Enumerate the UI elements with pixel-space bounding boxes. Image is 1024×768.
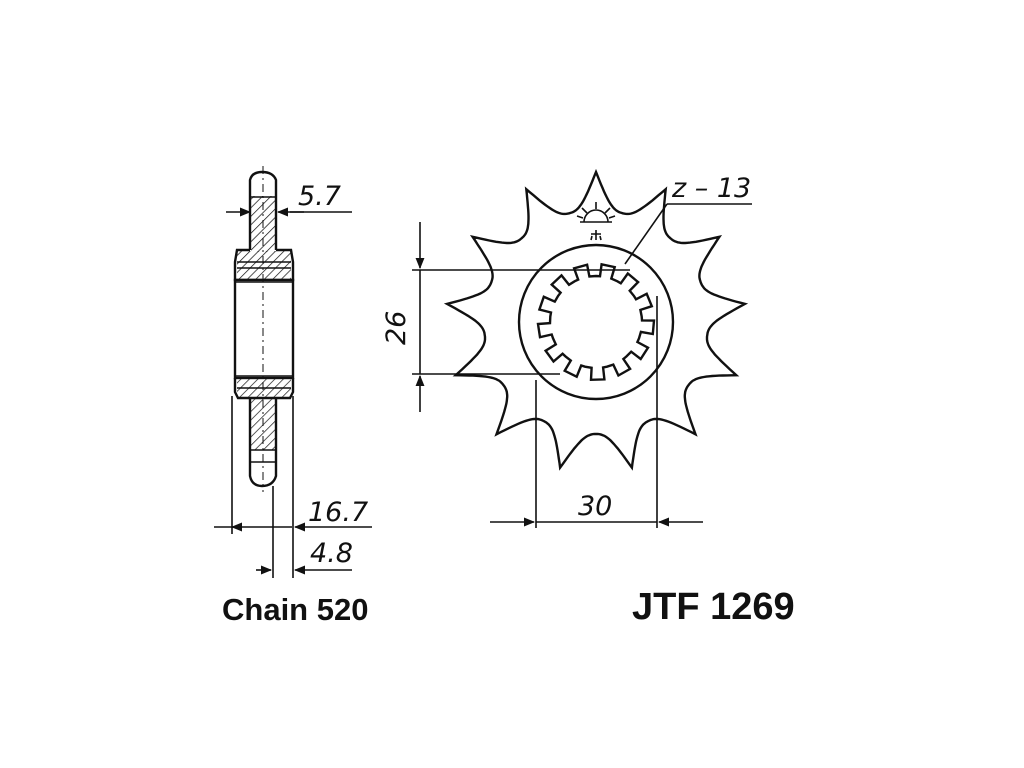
part-number-label: JTF 1269: [632, 586, 795, 628]
dimension-4-8: 4.8: [256, 538, 353, 575]
sprocket-outline: [443, 168, 749, 471]
sun-logo-icon: [576, 202, 616, 241]
dimension-26: 26: [381, 222, 630, 412]
dimension-30: 30: [490, 296, 703, 528]
hub-circle: [517, 243, 675, 401]
side-profile-view: 5.7 16.7 4.8: [214, 166, 372, 578]
dimension-26-label: 26: [381, 311, 412, 345]
bore-section: [233, 278, 295, 380]
sprocket-front-view: z – 13 26 30: [381, 168, 752, 528]
spline-bore: [536, 262, 656, 382]
upper-tooth-profile: [248, 170, 278, 250]
dimension-4-8-label: 4.8: [310, 538, 353, 569]
teeth-count-label: z – 13: [671, 173, 751, 204]
dimension-16-7: 16.7: [214, 497, 372, 532]
lower-tooth-profile: [248, 398, 278, 488]
teeth-count-callout: z – 13: [624, 173, 752, 265]
dimension-5-7: 5.7: [226, 181, 352, 217]
dimension-30-label: 30: [578, 491, 612, 522]
dimension-5-7-label: 5.7: [298, 181, 341, 212]
chain-size-label: Chain 520: [222, 592, 369, 627]
dimension-16-7-label: 16.7: [308, 497, 368, 528]
